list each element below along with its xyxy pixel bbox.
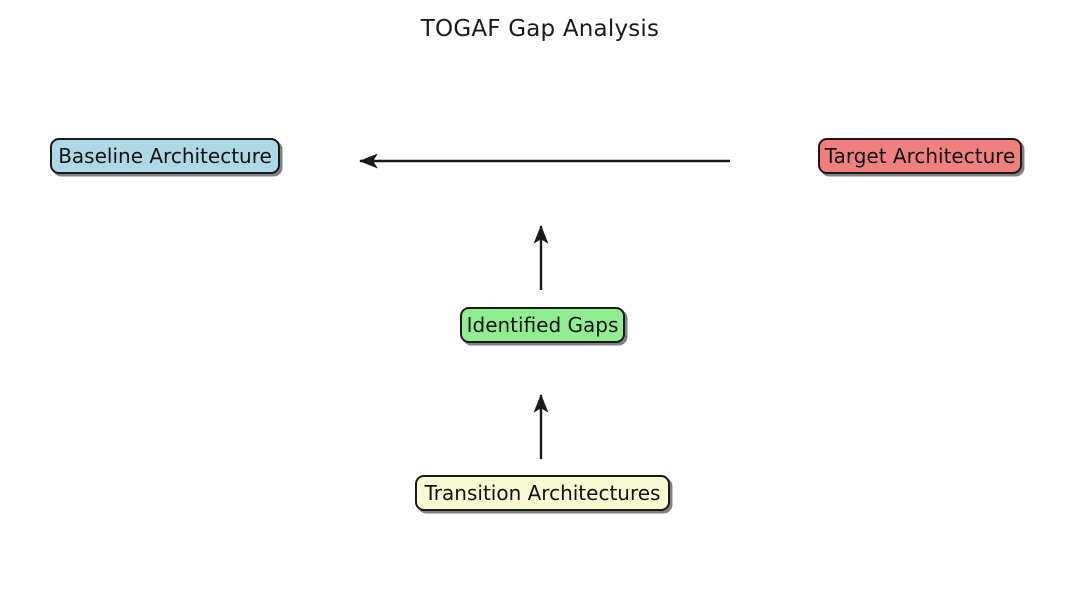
node-target-architecture-label: Target Architecture <box>824 143 1016 168</box>
page-title: TOGAF Gap Analysis <box>420 16 660 42</box>
node-baseline-architecture[interactable]: Baseline Architecture <box>50 138 280 174</box>
node-identified-gaps[interactable]: Identified Gaps <box>460 307 625 343</box>
node-transition-architectures-label: Transition Architectures <box>424 480 661 505</box>
node-transition-architectures[interactable]: Transition Architectures <box>415 475 670 511</box>
node-identified-gaps-label: Identified Gaps <box>466 312 619 337</box>
node-baseline-architecture-label: Baseline Architecture <box>58 143 272 168</box>
node-target-architecture[interactable]: Target Architecture <box>818 138 1022 174</box>
